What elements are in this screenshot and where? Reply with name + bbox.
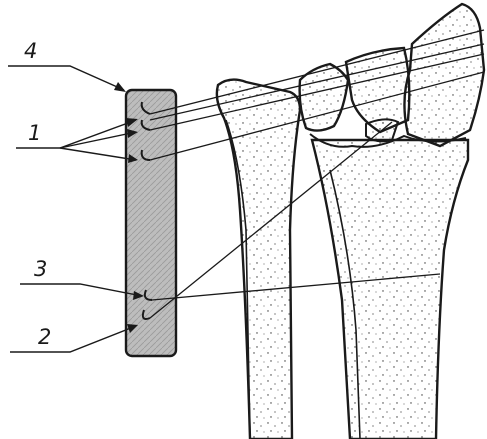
label-4: 4 <box>24 39 37 63</box>
ulna-bone <box>217 80 300 439</box>
label-3: 3 <box>34 257 47 281</box>
radius-shaft <box>312 140 468 439</box>
arrow-4 <box>114 82 126 92</box>
leader-3 <box>20 284 142 296</box>
leader-2 <box>10 326 136 352</box>
leader-4 <box>8 66 124 90</box>
leader-1c <box>60 148 136 160</box>
label-1: 1 <box>28 121 41 145</box>
label-2: 2 <box>38 325 51 349</box>
